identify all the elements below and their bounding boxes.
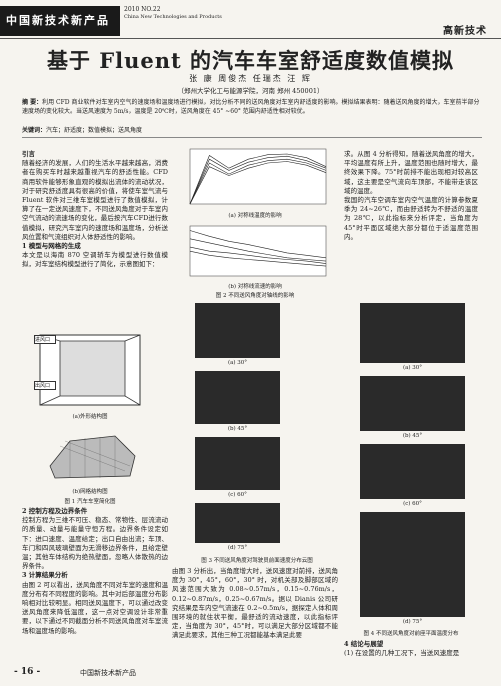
series-line-2 xyxy=(189,155,327,205)
figure4a-caption: (a) 30° xyxy=(402,365,423,371)
center-paragraph: 由图 3 分析出，当角度增大时，送风速度对前排，送风角度为 30°，45°，60… xyxy=(172,567,338,640)
figure4c-caption: (c) 60° xyxy=(403,501,422,507)
article-authors: 张 康 周俊杰 任瑞杰 汪 辉 xyxy=(189,74,312,83)
series-line-3 xyxy=(189,161,327,205)
figure2a xyxy=(180,145,330,210)
abstract: 摘 要：利用 CFD 商业软件对车室内空气的速度场和温度场进行模拟，对比分析不同… xyxy=(22,98,482,116)
right-column: 求。从图 4 分析得知，随着送风角度的增大，平均温度有所上升，温度范围也随时增大… xyxy=(344,150,478,242)
figure2a-caption: (a) 对称线温度的影响 xyxy=(228,213,282,219)
journal-header: 中国新技术新产品 2010 NO.22 China New Technologi… xyxy=(0,0,501,40)
left-column: 引言 随着经济的发展，人们的生活水平越来越高，消费者在购买车时越来越重视汽车的舒… xyxy=(22,150,168,270)
chart-velocity xyxy=(189,225,327,277)
abstract-text: 利用 CFD 商业软件对车室内空气的速度场和温度场进行模拟，对比分析不同的送风角… xyxy=(22,99,480,115)
section2-text: 控制方程为三维不可压、稳态、常物性、层流流动的质量、动量与能量守恒方程。边界条件… xyxy=(22,516,168,571)
right-para1: 求。从图 4 分析得知，随着送风角度的增大，平均温度有所上升，温度范围也随时增大… xyxy=(344,150,478,195)
section1-heading: 1 模型与网格的生成 xyxy=(22,242,81,251)
journal-name: 中国新技术新产品 xyxy=(6,14,110,27)
section2-heading: 2 控制方程及边界条件 xyxy=(22,507,88,515)
keywords-text: 汽车；舒适度；数值模拟；送风角度 xyxy=(46,127,143,134)
series-line-4 xyxy=(189,250,327,267)
figure2b xyxy=(180,222,330,282)
mesh-diagram xyxy=(49,435,136,479)
figure4d-caption: (d) 75° xyxy=(402,619,423,625)
figure3-caption: 图 3 不同送风角度对驾驶员前面速度分布云图 xyxy=(201,558,313,564)
abstract-label: 摘 要： xyxy=(22,99,43,106)
figure3a-contour xyxy=(195,303,280,358)
figure3a-caption: (a) 30° xyxy=(227,360,248,366)
article-title: 基于 Fluent 的汽车车室舒适度数值模拟 xyxy=(46,48,455,73)
section4-heading: 4 结论与展望 xyxy=(344,640,384,648)
series-line-4 xyxy=(189,153,327,205)
section1-text: 本文是以海南 870 空调轿车为模型进行数值模拟，对车室结构模型进行了简化，示意… xyxy=(22,251,168,269)
figure3d-caption: (d) 75° xyxy=(227,545,248,551)
page-number: - 16 - xyxy=(14,667,41,677)
intro-text: 随着经济的发展，人们的生活水平越来越高，消费者在购买车时越来越重视汽车的舒适性能… xyxy=(22,159,168,241)
right-para2: 我国的汽车空调车室内空气温度的计算参数夏季为 24~26℃，而由舒适转为不舒适的… xyxy=(344,196,478,241)
plot-frame xyxy=(189,148,327,205)
figure3b-contour xyxy=(195,371,280,424)
journal-banner xyxy=(0,6,120,36)
series-line-2 xyxy=(189,238,327,262)
figure1b xyxy=(40,426,140,484)
figure1-caption: 图 1 汽车车室简化图 xyxy=(64,499,116,505)
abstract-divider xyxy=(22,137,482,138)
column-name: 高新技术 xyxy=(443,26,487,37)
footer-journal: 中国新技术新产品 xyxy=(80,669,136,677)
figure1a: 进风口 出风口 xyxy=(30,331,150,409)
chart-temperature xyxy=(189,148,327,205)
inlet-label: 进风口 xyxy=(34,335,56,344)
figure4b-caption: (b) 45° xyxy=(402,433,423,439)
keywords: 关键词：汽车；舒适度；数值模拟；送风角度 xyxy=(22,125,482,134)
figure4d-contour xyxy=(360,512,465,617)
outlet-label: 出风口 xyxy=(34,381,56,390)
intro-heading: 引言 xyxy=(22,150,35,158)
article-affiliation: （郑州大学化工与能源学院，河南 郑州 450001） xyxy=(177,87,324,95)
series-line-3 xyxy=(189,230,327,259)
figure1b-caption: (b)网格结构图 xyxy=(72,489,108,495)
left-column-lower: 2 控制方程及边界条件 控制方程为三维不可压、稳态、常物性、层流流动的质量、动量… xyxy=(22,507,168,636)
plot-frame xyxy=(189,225,327,277)
figure4c-contour xyxy=(360,444,465,499)
figure3d-contour xyxy=(195,503,280,543)
figure2b-caption: (b) 对称线流速的影响 xyxy=(228,284,282,290)
figure4b-contour xyxy=(360,376,465,431)
figure4-caption: 图 4 不同送风角度对前座平面温度分布 xyxy=(363,631,459,637)
keywords-label: 关键词： xyxy=(22,127,47,134)
section3-text: 由图 2 可以看出，送风角度不同对车室的速度和温度分布有不同程度的影响。其中对后… xyxy=(22,580,168,635)
figure3b-caption: (b) 45° xyxy=(227,426,248,432)
journal-issue: 2010 NO.22 xyxy=(124,6,161,13)
header-divider xyxy=(0,38,501,39)
figure3c-caption: (c) 60° xyxy=(228,492,247,498)
figure4a-contour xyxy=(360,303,465,363)
journal-name-en: China New Technologies and Products xyxy=(124,14,222,20)
series-line-1 xyxy=(189,158,327,205)
right-column-lower: 4 结论与展望 (1) 在设置的几种工况下，当送风速度是 xyxy=(344,640,478,658)
figure3c-contour xyxy=(195,437,280,490)
series-line-1 xyxy=(189,246,327,264)
car-model-diagram xyxy=(39,334,141,406)
section3-heading: 3 计算结果分析 xyxy=(22,571,68,580)
figure1a-caption: (a)外形结构图 xyxy=(72,414,108,420)
section4-text: (1) 在设置的几种工况下，当送风速度是 xyxy=(344,649,460,658)
figure2-caption: 图 2 不同送风角度对轴线的影响 xyxy=(215,293,295,299)
